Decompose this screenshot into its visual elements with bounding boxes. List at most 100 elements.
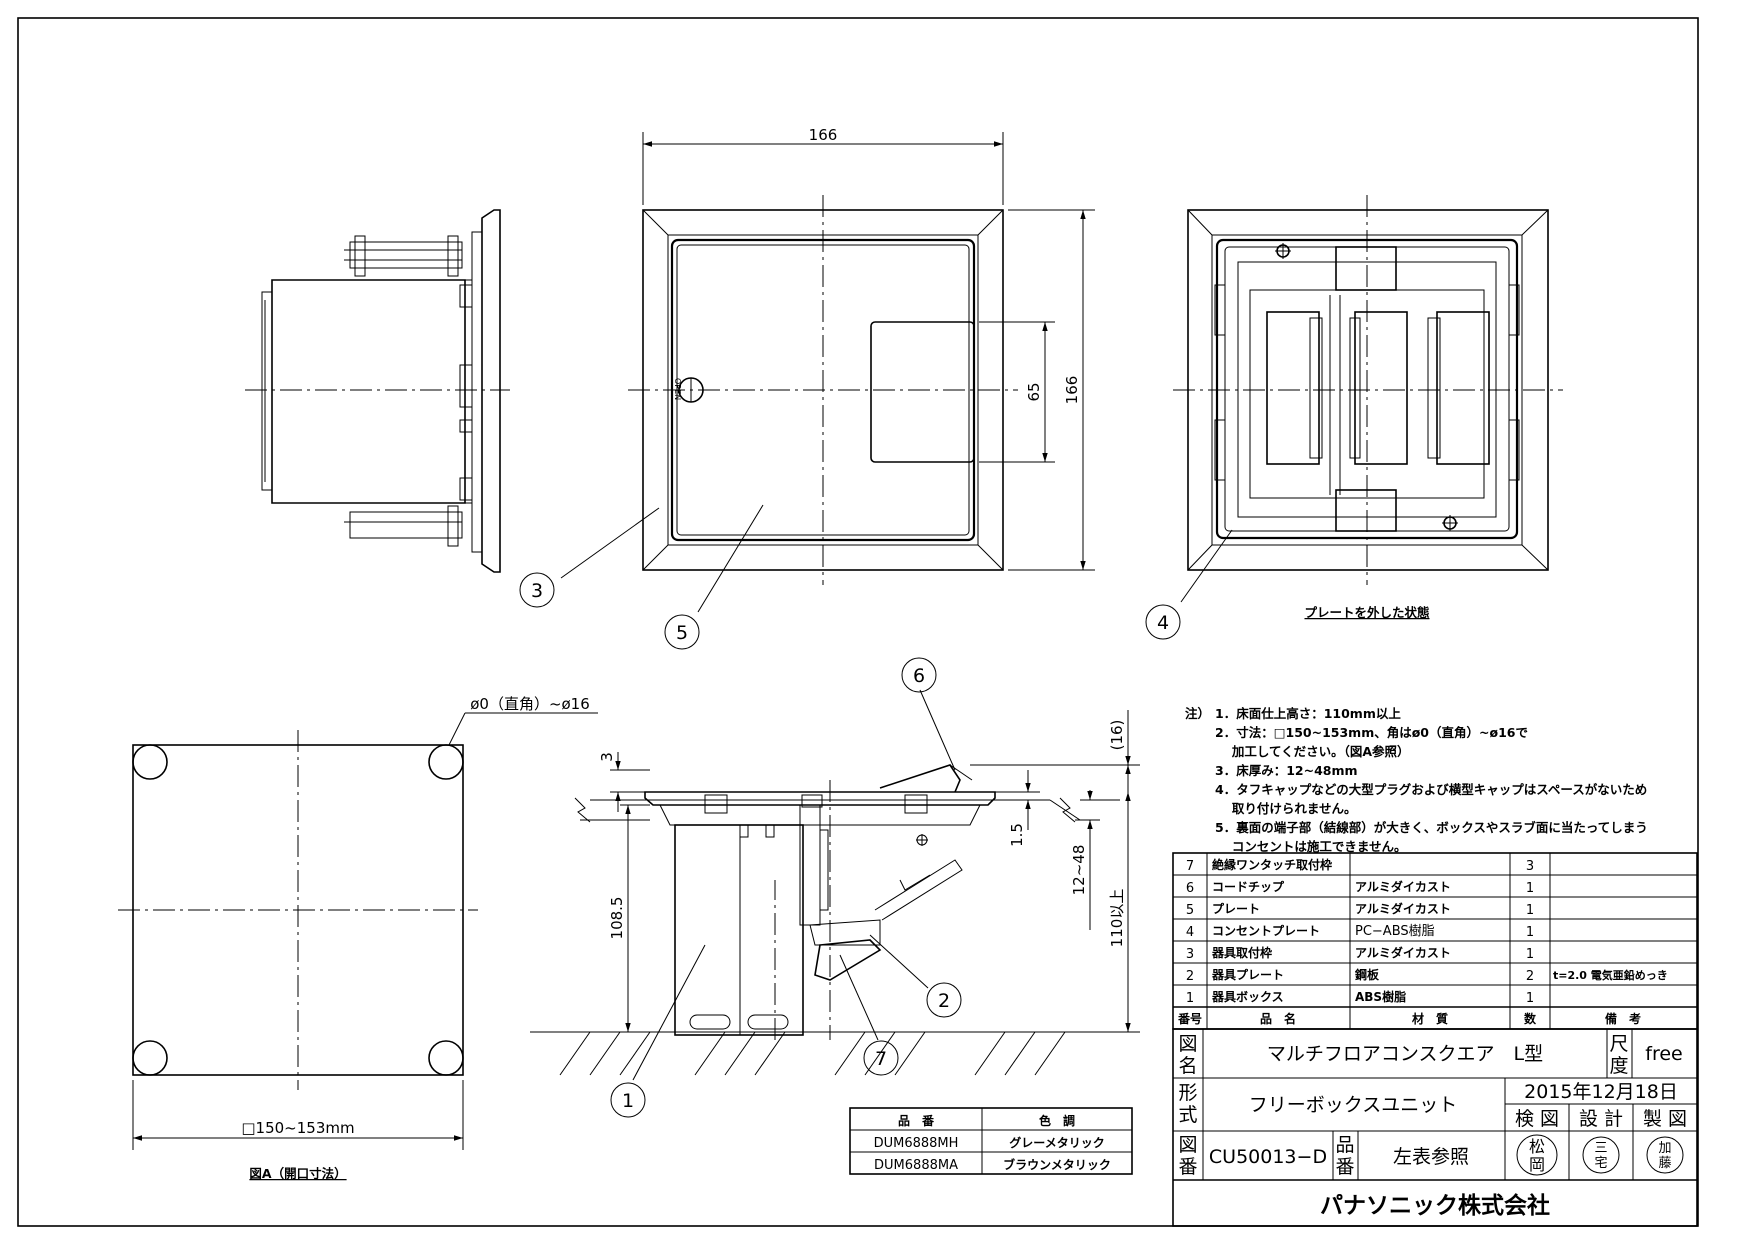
parts-row-name: 器具取付枠	[1211, 945, 1272, 960]
drawing-name: マルチフロアコンスクエア L型	[1267, 1043, 1543, 1065]
balloon-1: 1	[622, 1090, 634, 1112]
parts-row-qty: 1	[1526, 947, 1534, 962]
parts-row-name: 器具ボックス	[1211, 989, 1284, 1004]
color-table: 品 番 色 調 DUM6888MH グレーメタリック DUM6888MA ブラウ…	[849, 1107, 1133, 1175]
role-drawn: 製 図	[1643, 1108, 1687, 1130]
color-table-cell: グレーメタリック	[1009, 1135, 1105, 1150]
parts-row-qty: 1	[1526, 903, 1534, 918]
parts-header: 番号	[1177, 1011, 1202, 1026]
parts-row-material: PC−ABS樹脂	[1355, 924, 1435, 939]
seal-text: 加	[1658, 1141, 1671, 1156]
part-balloons: 3 5 4 6 2 7 1	[519, 572, 1181, 1118]
note-line: 加工してください。（図A参照）	[1215, 744, 1410, 759]
sheet-border	[17, 17, 1699, 1227]
parts-row-qty: 1	[1526, 881, 1534, 896]
part-no-label: 品	[1335, 1134, 1354, 1156]
parts-row-material: 鋼板	[1354, 967, 1380, 982]
note-line: 2．寸法：□150~153mm、角はø0（直角）~ø16で	[1215, 725, 1528, 740]
outlet-window	[870, 321, 975, 463]
parts-row-no: 6	[1186, 881, 1194, 896]
open-mark: OPEN	[673, 378, 682, 400]
drawing-date: 2015年12月18日	[1524, 1081, 1678, 1103]
balloon-4: 4	[1157, 612, 1169, 634]
parts-row-no: 3	[1186, 947, 1194, 962]
parts-row-material: アルミダイカスト	[1355, 945, 1451, 960]
parts-row-name: プレート	[1212, 901, 1260, 916]
title-label: 図	[1178, 1033, 1197, 1055]
opening-size-dim: □150~153mm	[241, 1119, 354, 1137]
parts-row-no: 7	[1186, 859, 1194, 874]
parts-row-name: コードチップ	[1212, 879, 1285, 894]
scale-value: free	[1645, 1043, 1682, 1065]
part-number: 左表参照	[1393, 1146, 1469, 1168]
balloon-2: 2	[938, 990, 950, 1012]
parts-row-name: 器具プレート	[1211, 967, 1284, 982]
opening-caption: 図A（開口寸法）	[249, 1166, 346, 1181]
parts-header: 品 名	[1260, 1011, 1296, 1026]
color-table-cell: DUM6888MA	[874, 1158, 958, 1173]
seal-checked	[1516, 1134, 1558, 1176]
drawing-no-label: 番	[1178, 1156, 1197, 1178]
dim-1-5: 1.5	[1008, 823, 1026, 847]
seal-designed	[1582, 1136, 1620, 1174]
parts-row-qty: 2	[1526, 969, 1534, 984]
color-table-header: 品 番	[898, 1113, 935, 1128]
parts-row-name: 絶縁ワンタッチ取付枠	[1212, 857, 1332, 872]
plate-removed-caption: プレートを外した状態	[1304, 605, 1430, 620]
section-view: 3 108.5 (16) 1.5 12~48 110以上	[530, 689, 1140, 1081]
seal-text: 三	[1594, 1141, 1607, 1156]
dim-110: 110以上	[1108, 889, 1126, 948]
parts-header: 備 考	[1605, 1011, 1641, 1026]
parts-row-material: ABS樹脂	[1355, 989, 1406, 1004]
company-name: パナソニック株式会社	[1320, 1192, 1550, 1219]
parts-row-no: 4	[1186, 925, 1194, 940]
scale-label: 度	[1609, 1055, 1628, 1077]
type-label: 式	[1178, 1104, 1197, 1126]
seal-text: 宅	[1594, 1156, 1607, 1171]
type-label: 形	[1178, 1082, 1197, 1104]
plate-removed-view: プレートを外した状態	[1173, 195, 1563, 620]
title-block: 図 名 マルチフロアコンスクエア L型 尺 度 free 形 式 フリーボックス…	[1172, 1028, 1698, 1227]
dim-width-166: 166	[809, 126, 838, 144]
parts-row-name: コンセントプレート	[1212, 923, 1320, 938]
color-table-cell: DUM6888MH	[874, 1136, 959, 1151]
parts-header: 材 質	[1411, 1011, 1448, 1026]
dim-outlet-65: 65	[1025, 382, 1043, 401]
balloon-6: 6	[913, 665, 925, 687]
parts-row-no: 1	[1186, 991, 1194, 1006]
parts-table: 7 絶縁ワンタッチ取付枠 3 6 コードチップ アルミダイカスト 1 5 プレー…	[1172, 852, 1698, 1030]
parts-row-no: 2	[1186, 969, 1194, 984]
note-line: 3．床厚み：12~48mm	[1215, 763, 1358, 778]
parts-row-material: アルミダイカスト	[1355, 901, 1451, 916]
note-line: 5．裏面の端子部（結線部）が大きく、ボックスやスラブ面に当たってしまう	[1215, 820, 1648, 835]
drawing-type: フリーボックスユニット	[1249, 1094, 1457, 1116]
opening-corner-dim: ø0（直角）~ø16	[470, 695, 590, 713]
balloon-5: 5	[676, 622, 688, 644]
color-table-header: 色 調	[1039, 1113, 1075, 1128]
role-checked: 検 図	[1515, 1108, 1559, 1130]
side-view	[245, 209, 510, 573]
parts-row-material: アルミダイカスト	[1355, 879, 1451, 894]
balloon-7: 7	[875, 1048, 887, 1070]
role-designed: 設 計	[1579, 1108, 1623, 1130]
dim-12-48: 12~48	[1070, 845, 1088, 896]
parts-row-qty: 1	[1526, 925, 1534, 940]
parts-row-qty: 1	[1526, 991, 1534, 1006]
scale-label: 尺	[1609, 1033, 1628, 1055]
color-table-cell: ブラウンメタリック	[1003, 1157, 1111, 1172]
note-line: 取り付けられません。	[1215, 801, 1356, 816]
notes-prefix: 注）	[1185, 706, 1210, 721]
parts-row-no: 5	[1186, 903, 1194, 918]
drawing-number: CU50013−D	[1209, 1146, 1327, 1168]
parts-row-remarks: t=2.0 電気亜鉛めっき	[1553, 968, 1668, 982]
dim-height-166: 166	[1063, 376, 1081, 405]
parts-header: 数	[1524, 1011, 1537, 1026]
drawing-no-label: 図	[1178, 1134, 1197, 1156]
note-line: コンセントは施工できません。	[1215, 839, 1406, 854]
balloon-3: 3	[531, 580, 543, 602]
opening-view: ø0（直角）~ø16 □150~153mm 図A（開口寸法）	[118, 695, 598, 1181]
part-no-label: 番	[1335, 1156, 1354, 1178]
dim-3: 3	[598, 752, 616, 762]
notes: 注） 1．床面仕上高さ：110mm以上 2．寸法：□150~153mm、角はø0…	[1185, 706, 1648, 854]
title-label: 名	[1178, 1055, 1197, 1077]
